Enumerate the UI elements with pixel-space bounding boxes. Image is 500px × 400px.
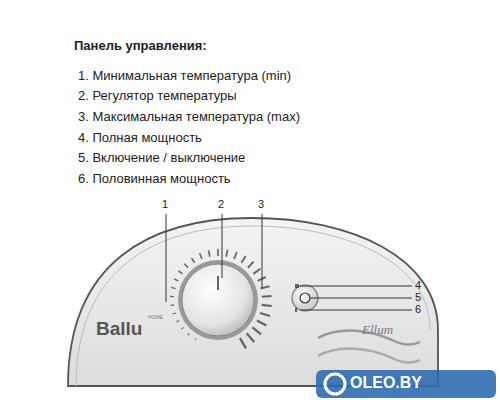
scale-tick (240, 338, 246, 348)
scale-tick (171, 287, 175, 288)
scale-tick (191, 258, 194, 263)
scale-tick (171, 304, 175, 306)
watermark-patch (316, 370, 496, 398)
callout-number: 6 (415, 303, 421, 315)
knob-rim (178, 260, 258, 340)
list-item: 2. Регулятор температуры (78, 88, 237, 103)
scale-tick (260, 313, 270, 316)
callout-number: 3 (258, 198, 264, 210)
scale-tick (174, 279, 178, 281)
scale-tick (248, 262, 254, 268)
leader-line (300, 286, 412, 287)
decor-wave (318, 349, 420, 363)
temperature-scale (170, 249, 272, 348)
leader-line (310, 298, 412, 299)
leader-line (222, 214, 223, 278)
scale-tick (217, 249, 219, 256)
brand-subtitle: HOME (148, 314, 163, 320)
leader-line (166, 214, 167, 302)
scale-tick (176, 321, 179, 322)
scale-tick (173, 313, 176, 314)
scale-tick (181, 327, 183, 329)
panel-inner-edge (76, 226, 430, 386)
scale-tick (200, 253, 202, 259)
scale-tick (241, 256, 245, 263)
scale-tick (262, 305, 272, 306)
callout-number: 1 (162, 198, 168, 210)
watermark: OLEO.BY (350, 374, 422, 392)
full-power-mark (297, 284, 299, 288)
knob (182, 264, 254, 336)
brand-logo: Ballu (96, 318, 142, 340)
scale-tick (178, 271, 182, 274)
full-power-mark (295, 284, 297, 288)
list-item: 4. Полная мощность (78, 130, 202, 145)
callout-number: 2 (218, 198, 224, 210)
scale-tick (195, 338, 196, 340)
scale-tick (226, 250, 227, 257)
leader-line (262, 214, 263, 288)
leader-line (300, 310, 412, 311)
scale-tick (253, 269, 260, 274)
knob-mark (217, 276, 219, 290)
callout-number: 4 (415, 279, 421, 291)
scale-tick (252, 327, 261, 334)
list-item: 6. Половинная мощность (78, 171, 231, 186)
watermark-logo (325, 374, 345, 394)
scale-tick (184, 264, 188, 268)
callout-number: 5 (415, 291, 421, 303)
list-item: 5. Включение / выключение (78, 150, 245, 165)
scale-tick (262, 295, 272, 298)
scale-tick (247, 333, 254, 342)
scale-tick (170, 296, 174, 298)
list-item: 3. Максимальная температура (max) (78, 109, 300, 124)
scale-tick (257, 321, 267, 326)
title: Панель управления: (74, 38, 207, 53)
power-symbol (300, 293, 310, 303)
model-name: Ellum (362, 322, 393, 338)
half-power-mark (295, 308, 297, 312)
panel-housing (68, 218, 438, 386)
scale-tick (188, 333, 190, 335)
scale-tick (234, 252, 237, 259)
scale-tick (209, 250, 210, 256)
list-item: 1. Минимальная температура (min) (78, 68, 291, 83)
